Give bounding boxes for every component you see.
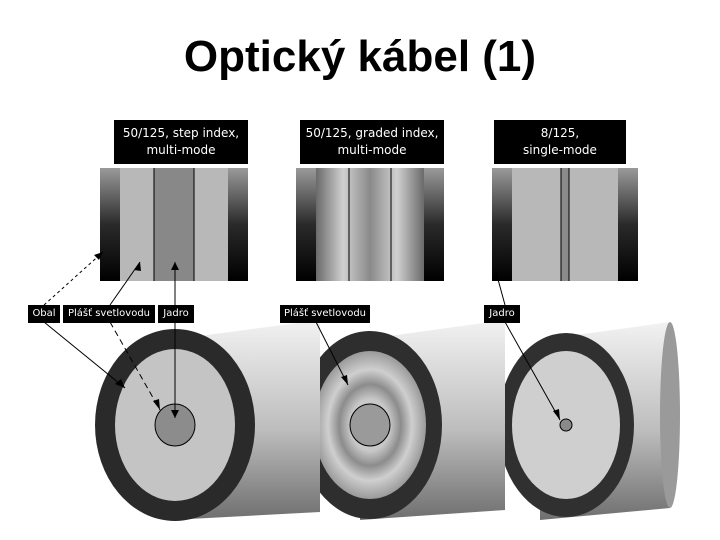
label-plast-2: Plášť svetlovodu (280, 305, 370, 323)
header-line-1: 50/125, graded index, (305, 126, 439, 140)
page-title: Optický kábel (1) (183, 32, 537, 81)
profile-step-index (100, 168, 248, 281)
header-single-mode: 8/125, single-mode (494, 120, 626, 164)
cable-single-mode (498, 322, 680, 520)
label-jadro-3: Jadro (484, 305, 520, 323)
header-step-index: 50/125, step index, multi-mode (114, 120, 248, 164)
header-line-1: 8/125, (540, 126, 580, 140)
header-line-1: 50/125, step index, (122, 126, 240, 140)
header-line-2: multi-mode (146, 143, 216, 157)
arrowheads (94, 252, 560, 420)
label-plast-1: Plášť svetlovodu (63, 305, 155, 323)
cable-graded-index (298, 320, 505, 520)
header-graded-index: 50/125, graded index, multi-mode (300, 120, 444, 164)
label-obal: Obal (28, 305, 60, 323)
profile-single-mode (492, 168, 638, 281)
label-jadro-1: Jadro (158, 305, 194, 323)
header-line-2: single-mode (523, 143, 597, 157)
profile-graded-index (296, 168, 444, 281)
cable-step-index (95, 320, 320, 521)
header-line-2: multi-mode (337, 143, 407, 157)
